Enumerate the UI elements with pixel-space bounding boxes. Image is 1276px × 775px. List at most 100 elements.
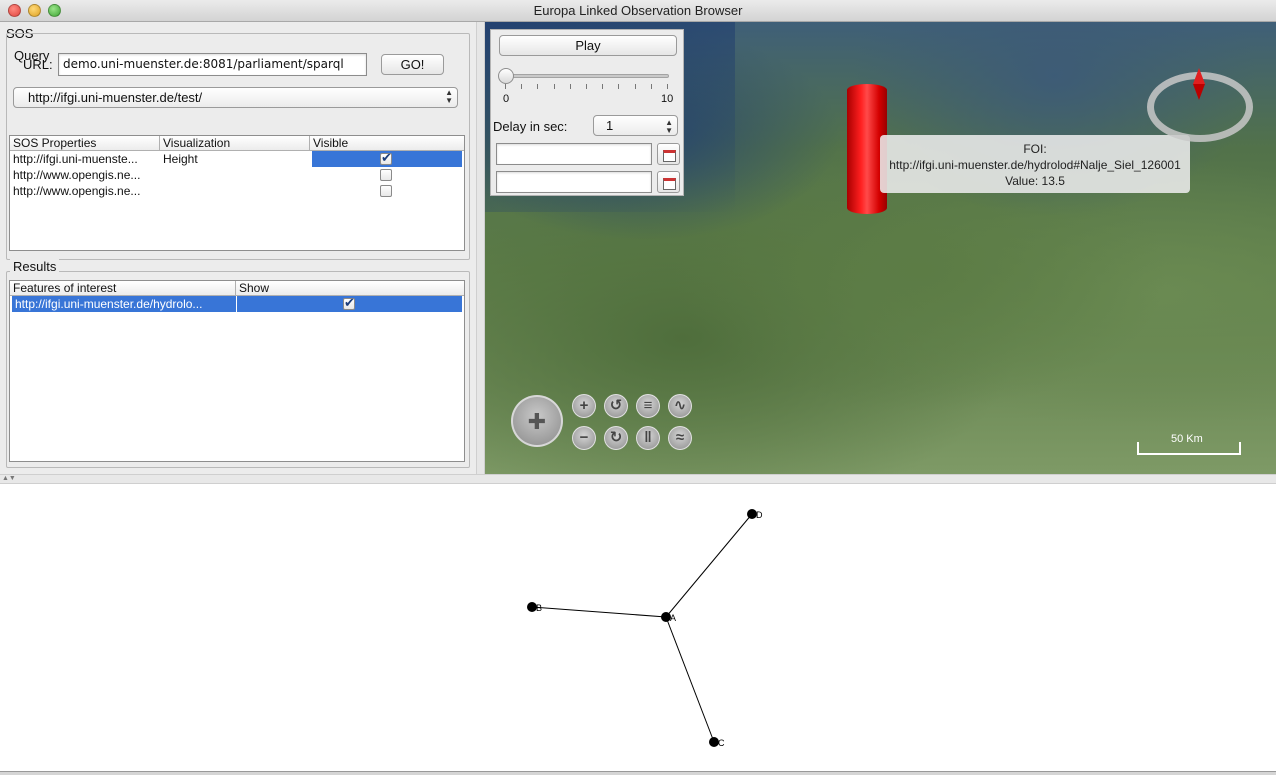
zoom-out-icon[interactable]: − [572,426,596,450]
compass-needle-icon [1193,68,1205,84]
visible-cell [312,151,462,167]
visible-cell [312,183,462,199]
visualization-cell[interactable] [160,167,310,183]
slider-tick [667,84,668,89]
slider-tick [569,84,571,89]
slider-ticks [505,84,669,90]
title-bar: Europa Linked Observation Browser [0,0,1276,22]
start-date-input[interactable] [496,143,652,165]
slider-tick [537,84,539,89]
zoom-in-icon[interactable]: + [572,394,596,418]
window-bottom-edge [0,771,1276,775]
rotate-left-icon[interactable]: ↺ [604,394,628,418]
graph-node[interactable] [709,737,719,747]
slider-tick [618,84,620,89]
column-header-show[interactable]: Show [239,281,270,295]
url-input[interactable]: demo.uni-muenster.de:8081/parliament/spa… [58,53,367,76]
pan-control[interactable]: ✚ [511,395,563,447]
slider-tick [602,84,604,89]
slider-max-label: 10 [661,93,674,105]
results-group-title: Results [10,259,60,274]
time-slider-track[interactable] [503,74,669,78]
delay-label: Delay in sec: [493,119,568,134]
splitter-arrows-icon[interactable]: ▲▼ [2,475,16,482]
close-window-button[interactable] [8,4,21,17]
show-checkbox[interactable] [343,296,355,311]
tilt-up-icon[interactable]: ≡ [636,394,660,418]
property-cell: http://ifgi.uni-muenste... [13,152,138,166]
end-date-input[interactable] [496,171,652,193]
foi-popup: FOI: http://ifgi.uni-muenster.de/hydrolo… [880,135,1190,193]
visualization-cell[interactable]: Height [163,152,198,166]
table-row[interactable]: http://ifgi.uni-muenster.de/hydrolo... [10,296,464,312]
minimize-window-button[interactable] [28,4,41,17]
table-header: Features of interest Show [10,281,464,296]
go-button[interactable]: GO! [381,54,444,75]
graph-view[interactable]: A B C D [0,484,1276,771]
table-header: SOS Properties Visualization Visible [10,136,464,151]
show-cell [237,296,462,312]
sos-properties-table: SOS Properties Visualization Visible htt… [9,135,465,251]
visible-checkbox[interactable] [380,169,392,181]
visible-checkbox[interactable] [380,151,392,166]
graph-node-label: C [718,738,725,748]
time-slider-knob[interactable] [498,68,514,84]
results-table: Features of interest Show http://ifgi.un… [9,280,465,462]
slider-min-label: 0 [503,93,510,105]
column-header-visualization[interactable]: Visualization [160,136,310,151]
zoom-window-button[interactable] [48,4,61,17]
slider-tick [553,84,555,89]
foi-popup-title: FOI: [1023,142,1047,156]
feature-cell: http://ifgi.uni-muenster.de/hydrolo... [12,296,236,312]
compass-needle-tail-icon [1193,84,1205,100]
node-graph[interactable]: A B C D [0,484,1276,771]
column-header-features-of-interest[interactable]: Features of interest [10,281,236,296]
table-row[interactable]: http://www.opengis.ne... [10,183,464,199]
endpoint-select-value: http://ifgi.uni-muenster.de/test/ [28,90,203,105]
slider-tick [634,84,636,89]
play-button[interactable]: Play [499,35,677,56]
graph-edge [665,513,753,618]
exaggerate-up-icon[interactable]: ∿ [668,394,692,418]
exaggerate-down-icon[interactable]: ≈ [668,426,692,450]
visible-checkbox[interactable] [380,185,392,197]
select-arrows-icon: ▲▼ [445,88,453,105]
table-row[interactable]: http://ifgi.uni-muenste... Height [10,151,464,167]
graph-edge [665,616,715,743]
property-cell: http://www.opengis.ne... [13,168,141,182]
graph-node-label: B [536,603,542,613]
column-header-sos-properties[interactable]: SOS Properties [10,136,160,151]
results-group [6,271,470,468]
table-row[interactable]: http://www.opengis.ne... [10,167,464,183]
time-player-panel: Play 0 10 Delay in sec: 1 ▲▼ [490,29,684,196]
property-cell: http://www.opengis.ne... [13,184,141,198]
slider-tick [650,84,652,89]
select-arrows-icon: ▲▼ [665,118,673,135]
tilt-down-icon[interactable]: ‖ [636,426,660,450]
graph-node-label: D [756,510,763,520]
query-group [6,33,470,260]
endpoint-select[interactable]: http://ifgi.uni-muenster.de/test/ ▲▼ [13,87,458,108]
graph-node-label: A [670,613,676,623]
end-calendar-icon[interactable] [657,171,680,193]
vertical-splitter[interactable] [476,22,485,474]
horizontal-splitter[interactable]: ▲▼ [0,474,1276,484]
graph-node[interactable] [527,602,537,612]
visualization-cell[interactable] [160,183,310,199]
slider-tick [505,84,506,89]
query-group-title: Query [11,48,53,63]
url-label: URL: [23,57,53,72]
rotate-right-icon[interactable]: ↻ [604,426,628,450]
window-title: Europa Linked Observation Browser [533,3,743,18]
visible-cell [312,167,462,183]
graph-edge [531,606,667,618]
slider-tick [521,84,523,89]
delay-select[interactable]: 1 ▲▼ [593,115,678,136]
scale-bar [1137,442,1241,455]
graph-node[interactable] [661,612,671,622]
start-calendar-icon[interactable] [657,143,680,165]
foi-popup-uri: http://ifgi.uni-muenster.de/hydrolod#Nal… [889,158,1181,172]
column-header-visible[interactable]: Visible [313,136,349,150]
slider-tick [586,84,587,89]
graph-node[interactable] [747,509,757,519]
